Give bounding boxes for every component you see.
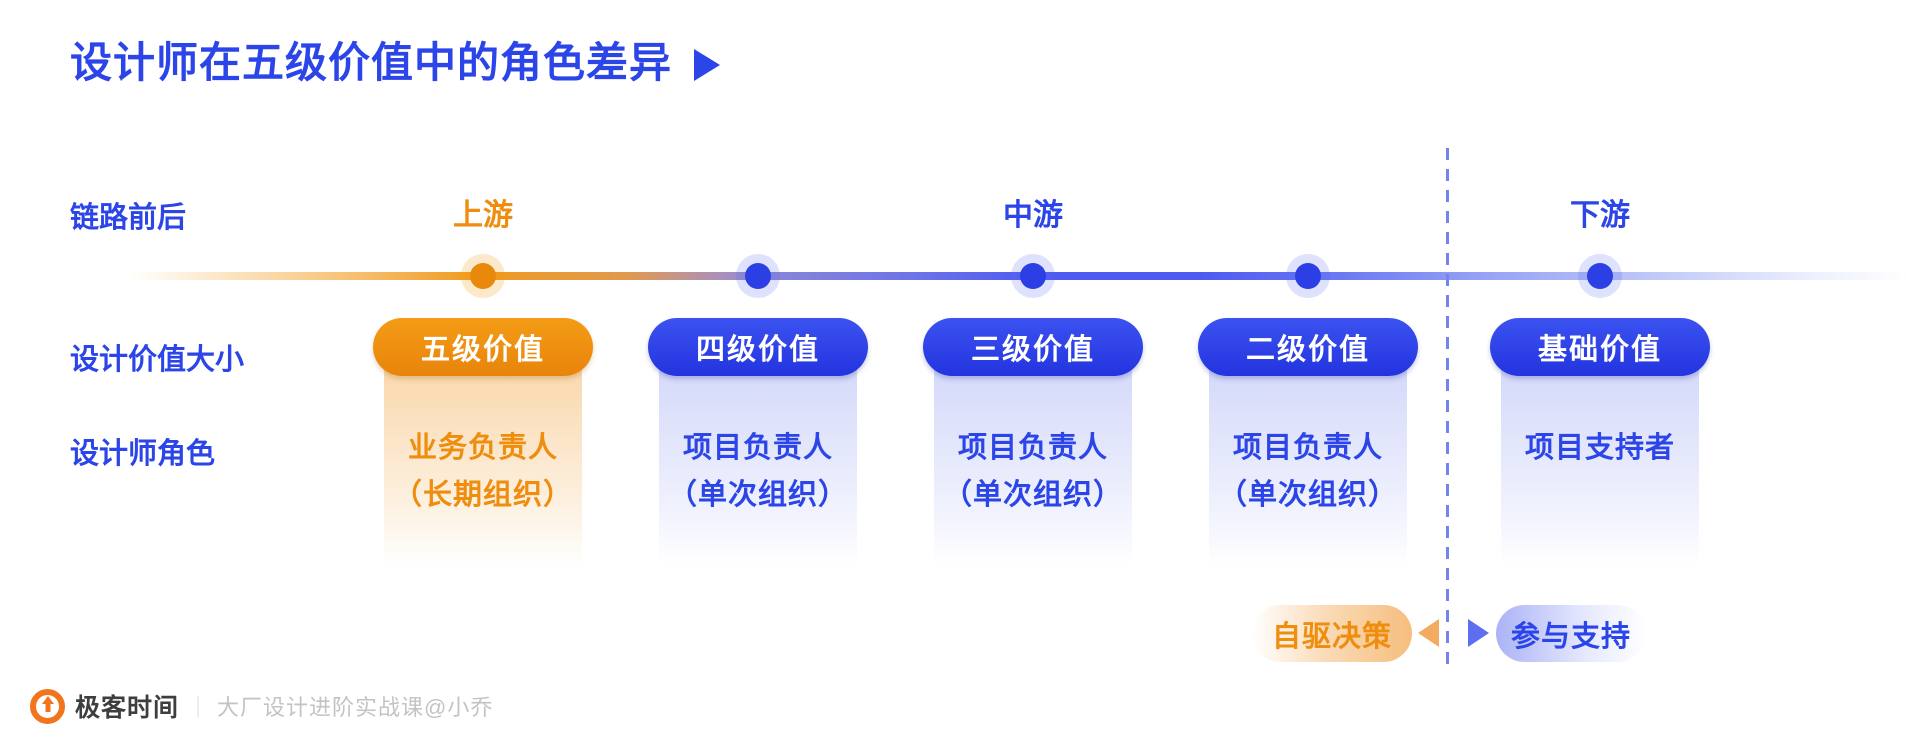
logo-arrow-icon	[41, 695, 54, 704]
column-panel	[659, 345, 857, 567]
role-line: （单次组织）	[1217, 479, 1398, 511]
row-label-value-size: 设计价值大小	[70, 344, 245, 376]
level-badge: 二级价值	[1198, 318, 1418, 376]
footer-separator: ｜	[187, 695, 210, 720]
role-text: 项目支持者	[1490, 425, 1710, 472]
page-title: 设计师在五级价值中的角色差异	[70, 39, 673, 86]
value-column-2: 二级价值 项目负责人 （单次组织）	[1198, 318, 1418, 578]
role-line: （单次组织）	[942, 479, 1123, 511]
level-badge: 五级价值	[373, 318, 593, 376]
dashed-divider	[1446, 148, 1449, 672]
stream-label-upstream: 上游	[453, 199, 513, 232]
legend-self-driven: 自驱决策	[1252, 605, 1412, 662]
play-triangle-icon	[694, 49, 721, 82]
value-column-4: 四级价值 项目负责人 （单次组织）	[648, 318, 868, 578]
row-label-chain: 链路前后	[70, 202, 187, 234]
footer: 极客时间 ｜ 大厂设计进阶实战课@小乔	[30, 688, 493, 724]
level-badge: 基础价值	[1490, 318, 1710, 376]
role-line: 项目负责人	[1232, 432, 1383, 464]
column-panel	[1209, 345, 1407, 567]
stream-label-midstream: 中游	[1003, 199, 1063, 232]
arrow-left-icon	[1418, 619, 1439, 647]
role-line: （长期组织）	[392, 479, 573, 511]
role-text: 项目负责人 （单次组织）	[923, 425, 1143, 519]
arrow-right-icon	[1468, 619, 1489, 647]
role-line: 项目负责人	[682, 432, 833, 464]
brand-name: 极客时间	[75, 694, 180, 722]
role-line: 业务负责人	[407, 432, 558, 464]
node-dot	[470, 263, 496, 289]
timeline-node-5	[1578, 254, 1622, 298]
level-badge: 三级价值	[923, 318, 1143, 376]
value-column-base: 基础价值 项目支持者	[1490, 318, 1710, 578]
node-dot	[1295, 263, 1321, 289]
node-dot	[745, 263, 771, 289]
row-label-role: 设计师角色	[70, 438, 216, 470]
legend-participate-support: 参与支持	[1496, 605, 1646, 662]
course-credit: 大厂设计进阶实战课@小乔	[217, 695, 494, 720]
role-text: 项目负责人 （单次组织）	[648, 425, 868, 519]
role-line: 项目支持者	[1524, 432, 1675, 464]
title-row: 设计师在五级价值中的角色差异	[70, 39, 721, 86]
timeline-node-2	[736, 254, 780, 298]
role-line: 项目负责人	[957, 432, 1108, 464]
level-badge: 四级价值	[648, 318, 868, 376]
role-line: （单次组织）	[667, 479, 848, 511]
value-column-5: 五级价值 业务负责人 （长期组织）	[373, 318, 593, 578]
timeline-node-4	[1286, 254, 1330, 298]
timeline-node-1	[461, 254, 505, 298]
geektime-logo-icon	[30, 688, 65, 724]
role-text: 业务负责人 （长期组织）	[373, 425, 593, 519]
node-dot	[1587, 263, 1613, 289]
stream-label-downstream: 下游	[1570, 199, 1630, 232]
value-column-3: 三级价值 项目负责人 （单次组织）	[923, 318, 1143, 578]
column-panel	[384, 345, 582, 567]
logo-stem	[45, 702, 50, 712]
timeline-node-3	[1011, 254, 1055, 298]
column-panel	[934, 345, 1132, 567]
column-panel	[1501, 345, 1699, 567]
role-text: 项目负责人 （单次组织）	[1198, 425, 1418, 519]
node-dot	[1020, 263, 1046, 289]
